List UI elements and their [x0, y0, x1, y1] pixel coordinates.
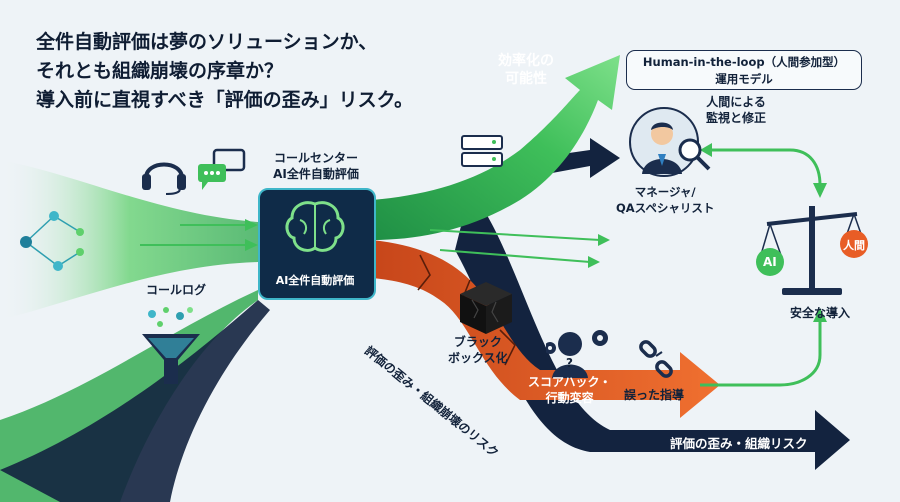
page-title: 全件自動評価は夢のソリューションか、 それとも組織崩壊の序章か？ 導入前に直視す…: [36, 28, 476, 115]
orange-crack-path: [372, 240, 720, 418]
call-center-label: コールセンター AI全件自動評価: [273, 151, 359, 181]
chat-bubbles-icon: [198, 148, 246, 190]
brain-icon: [285, 201, 345, 252]
hitl-loop-bottom: [700, 320, 822, 387]
title-line-2: それとも組織崩壊の序章か？: [36, 60, 284, 82]
unknown-person-icon: [546, 330, 608, 378]
funnel-icon: [142, 307, 200, 384]
incoming-log-beam: [0, 160, 258, 320]
call-log-label: コールログ: [146, 283, 207, 297]
server-icon: [461, 135, 503, 167]
black-cube-icon: [460, 282, 512, 334]
human-review-label: 人間による 監視と修正: [706, 95, 767, 125]
ai-evaluation-box: [258, 188, 376, 300]
scale-ai-label: AI: [763, 255, 777, 269]
risk-arrow-label: 評価の歪み・組織リスク: [670, 436, 808, 451]
magnifier-icon: [678, 138, 711, 171]
hitl-loop-top: [710, 148, 822, 186]
broken-chain-icon: [639, 340, 673, 378]
hitl-subtitle: 運用モデル: [715, 72, 773, 86]
question-mark: ?: [566, 356, 573, 370]
title-line-3: 導入前に直視すべき「評価の歪み」リスク。: [36, 89, 414, 111]
balance-scale-icon: [756, 206, 868, 295]
black-box-label: ブラック ボックス化: [448, 335, 508, 365]
green-efficiency-arrow: [372, 55, 620, 240]
headset-icon: [142, 162, 186, 195]
misguidance-label: 誤った指導: [624, 388, 685, 402]
ai-box-label: AI全件自動評価: [275, 274, 355, 287]
hitl-title: Human-in-the-loop（人間参加型）: [642, 55, 846, 69]
scale-human-label: 人間: [843, 239, 865, 252]
network-nodes-icon: [20, 211, 84, 271]
hitl-model-box: Human-in-the-loop（人間参加型） 運用モデル: [626, 50, 862, 90]
manager-label: マネージャ/ QAスペシャリスト: [616, 185, 715, 215]
score-hack-label: スコアハック・ 行動変容: [528, 375, 612, 405]
manager-icon: [629, 107, 699, 177]
safe-adoption-label: 安全な導入: [790, 306, 851, 320]
title-line-1: 全件自動評価は夢のソリューションか、: [36, 31, 378, 53]
efficiency-label: 効率化の 可能性: [498, 53, 554, 87]
